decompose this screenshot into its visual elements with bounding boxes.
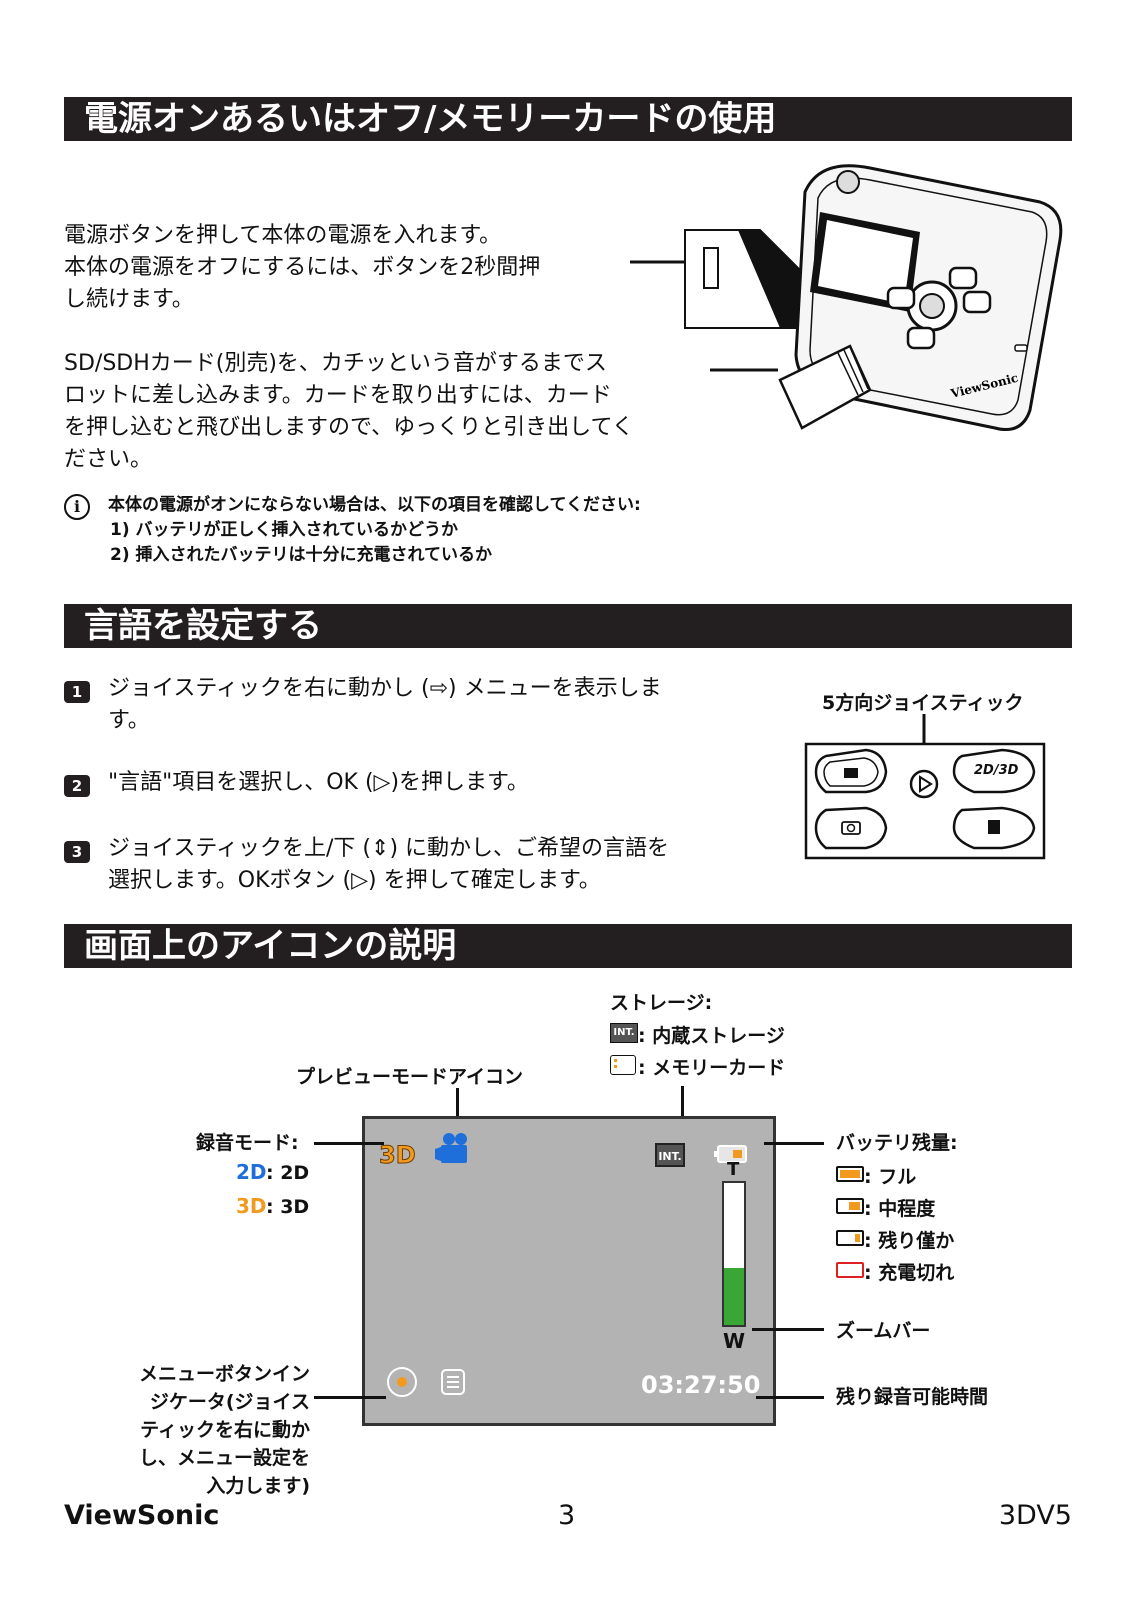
battery-empty-icon [836, 1262, 864, 1278]
battery-mid-icon [836, 1198, 864, 1214]
sdcard-line-2: ロットに差し込みます。カードを取り出すには、カード [64, 383, 612, 408]
joystick-button-video [814, 748, 888, 794]
power-note: 本体の電源がオンにならない場合は、以下の項目を確認してください: 1) バッテリ… [108, 493, 641, 568]
section-header-icons: 画面上のアイコンの説明 [64, 924, 1072, 968]
step-2-line-1: "言語"項目を選択し、OK (▷)を押します。 [108, 770, 529, 795]
battery-mid-label: : 中程度 [864, 1198, 936, 1220]
step-1-text: ジョイスティックを右に動かし (⇨) メニューを表示しま す。 [108, 673, 662, 737]
note-line-3: 2) 挿入されたバッテリは十分に充電されているか [110, 545, 493, 565]
screen-3d-mode-icon: 3D [379, 1141, 417, 1170]
video-camera-icon [435, 1133, 467, 1163]
battery-leader [764, 1142, 824, 1145]
section-header-language: 言語を設定する [64, 604, 1072, 648]
menu-indicator-line-2: ジケータ(ジョイス [149, 1391, 310, 1413]
battery-full-icon [836, 1166, 864, 1182]
storage-title: ストレージ: [610, 992, 713, 1014]
footer-page-number: 3 [558, 1500, 576, 1531]
rec-mode-leader [314, 1142, 384, 1145]
battery-empty-label: : 充電切れ [864, 1262, 955, 1284]
rec-mode-title: 録音モード: [196, 1132, 299, 1154]
screen-mockup: 3D INT. T W 03:27:50 [362, 1116, 776, 1426]
joystick-label: 5方向ジョイスティック [822, 692, 1024, 714]
menu-indicator-leader [314, 1396, 386, 1399]
joystick-diagram: 2D/3D [804, 714, 1046, 860]
zoom-bar-label: ズームバー [836, 1320, 931, 1342]
power-line-3: し続けます。 [64, 287, 194, 312]
remaining-time-leader [756, 1396, 824, 1399]
memory-card-icon [610, 1055, 636, 1075]
remaining-time-display: 03:27:50 [641, 1371, 761, 1399]
camera-body: ViewSonic [794, 164, 1063, 431]
footer-model: 3DV5 [998, 1500, 1072, 1531]
battery-low-icon [836, 1230, 864, 1246]
screen-int-storage-icon: INT. [655, 1143, 685, 1167]
zoom-bar-fill [724, 1268, 744, 1325]
menu-indicator-line-5: 入力します) [206, 1475, 310, 1497]
menu-indicator-label: メニューボタンイン ジケータ(ジョイス ティックを右に動か し、メニュー設定を … [120, 1360, 310, 1500]
note-line-1: 本体の電源がオンにならない場合は、以下の項目を確認してください: [108, 495, 641, 515]
sdcard-line-4: ださい。 [64, 447, 153, 472]
footer-brand: ViewSonic [64, 1500, 220, 1531]
info-icon: i [64, 494, 90, 520]
power-paragraph: 電源ボタンを押して本体の電源を入れます。 本体の電源をオフにするには、ボタンを2… [64, 220, 540, 316]
remaining-time-label: 残り録音可能時間 [836, 1386, 989, 1408]
joystick-button-delete [952, 806, 1036, 850]
step-2-text: "言語"項目を選択し、OK (▷)を押します。 [108, 767, 529, 799]
preview-mode-label: プレビューモードアイコン [296, 1066, 524, 1088]
sdcard-line-3: を押し込むと飛び出しますので、ゆっくりと引き出してく [64, 415, 634, 440]
zoom-bar-leader [752, 1328, 824, 1331]
sdcard-paragraph: SD/SDHカード(別売)を、カチッという音がするまでス ロットに差し込みます。… [64, 348, 634, 476]
button-3d-text: 2D/3D [974, 763, 1019, 778]
sdcard-line-1: SD/SDHカード(別売)を、カチッという音がするまでス [64, 351, 607, 376]
step-2-badge: 2 [64, 775, 90, 797]
power-line-1: 電源ボタンを押して本体の電源を入れます。 [64, 223, 502, 248]
step-3-badge: 3 [64, 841, 90, 863]
menu-indicator-line-3: ティックを右に動か [140, 1419, 310, 1441]
camera-illustration: ViewSonic [630, 164, 1063, 431]
joystick-button-3d: 2D/3D [952, 748, 1036, 794]
preview-mode-leader [456, 1088, 459, 1126]
step-1-line-2: す。 [108, 708, 150, 733]
menu-indicator-line-4: し、メニュー設定を [138, 1447, 310, 1469]
step-3-text: ジョイスティックを上/下 (⇕) に動かし、ご希望の言語を 選択します。OKボタ… [108, 833, 669, 897]
screen-battery-icon [714, 1145, 747, 1163]
sd-card-icon [778, 344, 872, 430]
2d-mode-icon: 2D [236, 1160, 267, 1184]
storage-leader [681, 1086, 684, 1126]
battery-title: バッテリ残量: [836, 1132, 958, 1154]
zoom-t-label: T [727, 1159, 740, 1180]
menu-icon [441, 1369, 465, 1395]
zoom-w-label: W [723, 1329, 746, 1353]
rec-mode-3d-label: : 3D [266, 1196, 310, 1218]
section-header-power: 電源オンあるいはオフ/メモリーカードの使用 [64, 97, 1072, 141]
step-1-line-1: ジョイスティックを右に動かし (⇨) メニューを表示しま [108, 676, 662, 701]
step-3-line-1: ジョイスティックを上/下 (⇕) に動かし、ご希望の言語を [108, 836, 670, 861]
battery-low-label: : 残り僅か [864, 1230, 955, 1252]
zoom-bar [722, 1181, 746, 1327]
step-1-badge: 1 [64, 681, 90, 703]
joystick-center-ok [909, 769, 939, 799]
power-line-2: 本体の電源をオフにするには、ボタンを2秒間押 [64, 255, 541, 280]
note-line-2: 1) バッテリが正しく挿入されているかどうか [110, 520, 459, 540]
joystick-button-camera [814, 806, 888, 850]
power-button-zoom-inset [684, 229, 811, 329]
menu-indicator-line-1: メニューボタンイン [138, 1363, 310, 1385]
storage-internal-label: : 内蔵ストレージ [638, 1025, 785, 1047]
step-3-line-2: 選択します。OKボタン (▷) を押して確定します。 [108, 868, 601, 893]
storage-card-label: : メモリーカード [638, 1057, 786, 1079]
internal-storage-icon: INT. [610, 1023, 638, 1043]
rec-mode-2d-label: : 2D [266, 1162, 310, 1184]
joystick-indicator-icon [387, 1367, 417, 1397]
3d-mode-icon: 3D [236, 1194, 267, 1218]
battery-full-label: : フル [864, 1166, 917, 1188]
